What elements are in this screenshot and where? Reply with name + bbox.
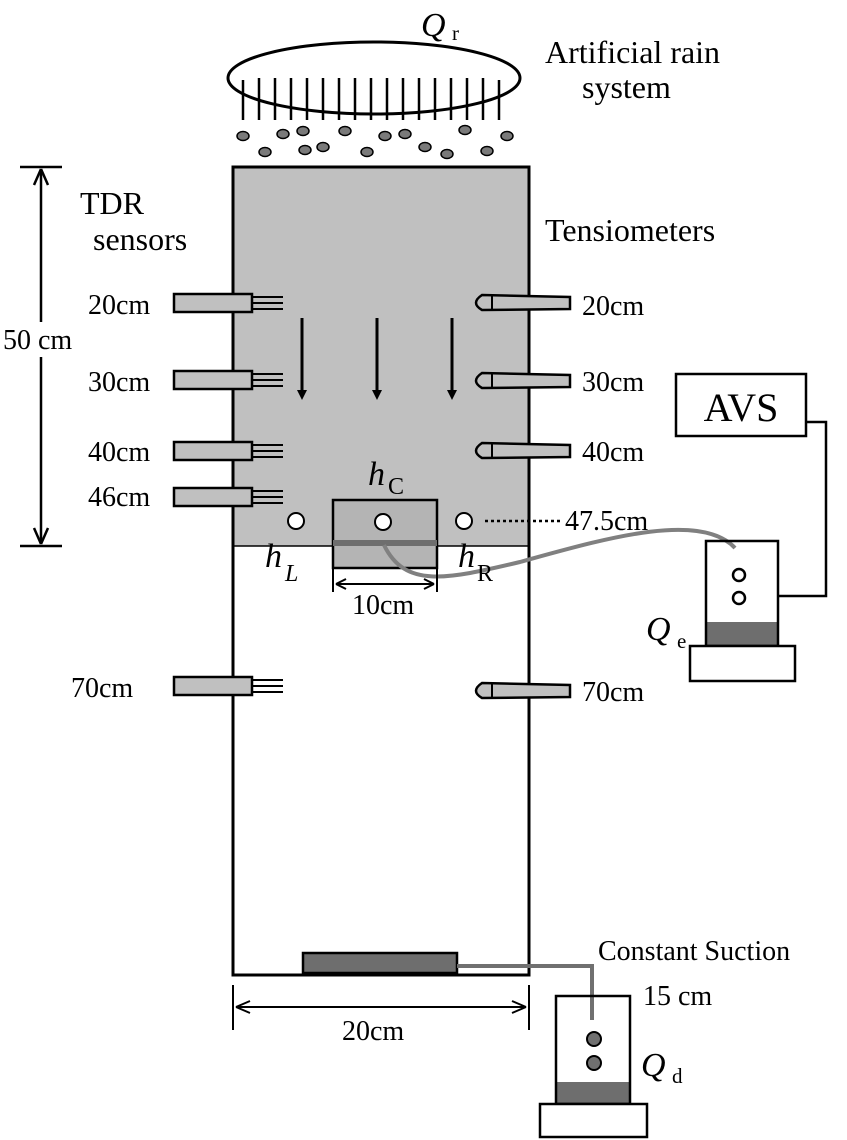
head-hc-symbol: h: [368, 456, 385, 493]
soil-fill: [233, 167, 529, 546]
tdr-sensor-46cm: [172, 486, 283, 508]
tdr-title-line1: TDR: [80, 185, 145, 221]
evap-scale: [688, 644, 797, 683]
drain-symbol: Q: [641, 1047, 666, 1084]
tensiometer-depth-label: 20cm: [582, 291, 644, 322]
evap-subscript: e: [677, 629, 686, 653]
measurement-device: [287, 498, 737, 579]
rain-title-line1: Artificial rain: [545, 34, 720, 70]
bottom-drainage: Constant Suction 15 cm Q d: [301, 936, 790, 1139]
device-width-label: 10cm: [352, 590, 414, 621]
tensiometer-70cm: [474, 681, 572, 700]
constant-suction-title: Constant Suction: [598, 936, 790, 967]
evap-port-lower: [731, 590, 747, 606]
drain-port-upper: [586, 1031, 602, 1047]
tdr-sensor-70cm: [172, 675, 283, 697]
tdr-title-line2: sensors: [93, 221, 187, 257]
tensiometer-depth-label: 70cm: [582, 677, 644, 708]
device-box: [331, 498, 439, 570]
evap-symbol: Q: [646, 611, 671, 648]
soil-column: [231, 165, 531, 977]
drain-subscript: d: [672, 1064, 683, 1088]
suction-tube: [457, 964, 594, 1020]
tensiometers: Tensiometers 20cm 30cm 40cm 70cm: [474, 212, 715, 708]
tdr-depth-label: 30cm: [88, 367, 150, 398]
tdr-depth-label: 70cm: [71, 673, 133, 704]
head-hl-symbol: h: [265, 538, 282, 575]
probe-hr: [455, 512, 473, 530]
tdr-depth-label: 20cm: [88, 290, 150, 321]
rain-title-line2: system: [582, 69, 671, 105]
avs-label: AVS: [704, 385, 779, 430]
rain-system: Q r Artificial rain system: [226, 7, 720, 160]
device-width-dimension: [332, 568, 438, 592]
avs-box: [674, 372, 808, 438]
evap-port-upper: [731, 567, 747, 583]
drain-scale: [538, 1102, 649, 1139]
height-label-bg: [2, 322, 90, 356]
drain-port-lower: [586, 1055, 602, 1071]
probe-hc: [374, 513, 392, 531]
column-width-label: 20cm: [342, 1016, 404, 1047]
tdr-sensors: TDR sensors 20cm 30cm 40cm 46cm 70cm: [71, 185, 283, 704]
tensiometer-30cm: [474, 371, 572, 390]
tensiometer-depth-label: 30cm: [582, 367, 644, 398]
height-label: 50 cm: [3, 325, 72, 356]
tdr-sensor-40cm: [172, 440, 283, 462]
head-hr-subscript: R: [477, 561, 493, 587]
tensiometer-40cm: [474, 441, 572, 460]
tdr-depth-label: 40cm: [88, 437, 150, 468]
rain-drops: [236, 124, 514, 160]
avs-unit: AVS: [674, 372, 828, 598]
avs-cable: [778, 420, 828, 598]
head-hl-subscript: L: [284, 561, 298, 587]
tensiometer-20cm: [474, 293, 572, 312]
height-dimension: [20, 165, 62, 548]
tensiometers-title: Tensiometers: [545, 212, 715, 248]
infiltration-arrows: [297, 318, 457, 400]
rain-flow-symbol: Q: [421, 7, 446, 44]
column-outline: [231, 165, 531, 977]
head-hr-symbol: h: [458, 538, 475, 575]
tdr-sensor-30cm: [172, 369, 283, 391]
suction-value: 15 cm: [643, 981, 712, 1012]
device-plate: [333, 540, 437, 546]
rain-flow-subscript: r: [452, 21, 459, 45]
rain-ring: [226, 40, 522, 116]
bottom-plate: [301, 951, 459, 975]
tensiometer-depth-label: 40cm: [582, 437, 644, 468]
drain-tube: [382, 527, 737, 579]
head-hc-subscript: C: [388, 474, 404, 500]
tdr-depth-label: 46cm: [88, 482, 150, 513]
evaporation-container: Q e: [646, 539, 797, 683]
probe-depth-label: 47.5cm: [565, 506, 648, 537]
tdr-sensor-20cm: [172, 292, 283, 314]
column-width-dimension: [232, 985, 530, 1030]
evap-water: [706, 622, 778, 646]
drain-water: [556, 1082, 630, 1104]
rain-nozzles: [241, 78, 501, 120]
probe-hl: [287, 512, 305, 530]
